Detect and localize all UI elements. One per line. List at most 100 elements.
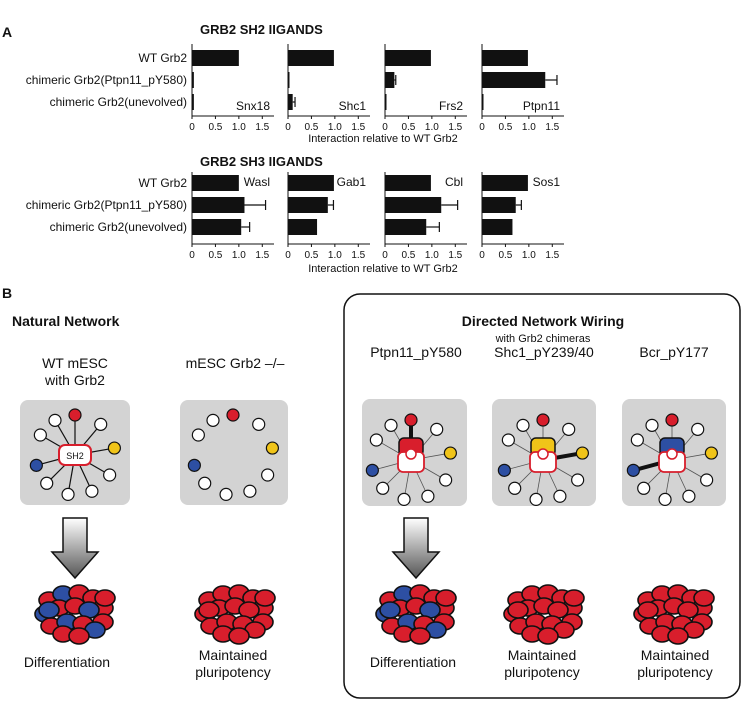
cell xyxy=(409,627,431,645)
network-node xyxy=(365,463,379,477)
network-node xyxy=(187,458,201,472)
cell xyxy=(379,601,401,619)
x-tick-label: 1.5 xyxy=(545,250,559,261)
cell xyxy=(563,589,585,607)
outcome-bcr-line1: Maintained xyxy=(641,647,710,663)
cell xyxy=(667,627,689,645)
row-label: WT Grb2 xyxy=(139,176,188,190)
directed-network-title: Directed Network Wiring xyxy=(462,313,624,329)
cell xyxy=(38,601,60,619)
sh2-title: GRB2 SH2 IIGANDS xyxy=(200,22,323,37)
cell-cluster-pluripotent-knockout xyxy=(194,584,276,645)
bar xyxy=(288,219,318,235)
network-node xyxy=(691,422,705,436)
x-tick-label: 0.5 xyxy=(498,122,512,133)
differentiation-arrow-ptpn11 xyxy=(391,517,441,580)
x-tick-label: 1.5 xyxy=(351,122,365,133)
row-label: chimeric Grb2(Ptpn11_pY580) xyxy=(26,198,187,212)
network-node xyxy=(61,487,75,501)
x-tick-label: 0.5 xyxy=(304,250,318,261)
network-node xyxy=(665,413,679,427)
bar xyxy=(482,175,528,191)
subplot-name: Cbl xyxy=(445,175,463,189)
outcome-shc1-line1: Maintained xyxy=(508,647,577,663)
network-node xyxy=(206,413,220,427)
network-node xyxy=(658,492,672,506)
cell-title-knockout: mESC Grb2 –/– xyxy=(186,355,285,371)
network-node xyxy=(40,476,54,490)
network-node xyxy=(645,418,659,432)
sh3-xlabel: Interaction relative to WT Grb2 xyxy=(308,263,458,275)
sh2-hub xyxy=(58,444,92,466)
x-tick-label: 1.0 xyxy=(425,250,439,261)
cell xyxy=(637,601,659,619)
directed-network-subtitle: with Grb2 chimeras xyxy=(495,333,591,345)
network-node xyxy=(48,413,62,427)
x-tick-label: 1.0 xyxy=(522,122,536,133)
bar xyxy=(192,50,239,66)
panel-a-label: A xyxy=(2,24,12,40)
x-tick-label: 1.5 xyxy=(448,250,462,261)
network-node xyxy=(704,446,718,460)
x-tick-label: 0 xyxy=(382,250,388,261)
network-node xyxy=(682,489,696,503)
cell-title-bcr: Bcr_pY177 xyxy=(639,344,708,360)
outcome-knockout-line1: Maintained xyxy=(199,647,268,663)
network-node xyxy=(575,446,589,460)
sh3-title: GRB2 SH3 IIGANDS xyxy=(200,154,323,169)
cell xyxy=(228,627,250,645)
network-node xyxy=(536,413,550,427)
network-node xyxy=(191,428,205,442)
x-tick-label: 1.0 xyxy=(328,250,342,261)
row-label: WT Grb2 xyxy=(139,51,188,65)
network-node xyxy=(421,489,435,503)
x-tick-label: 1.0 xyxy=(425,122,439,133)
network-wt-grb2: SH2 xyxy=(20,400,130,505)
bar xyxy=(288,72,290,88)
network-node xyxy=(219,487,233,501)
grb2-pocket xyxy=(537,448,549,460)
network-node xyxy=(94,417,108,431)
cell xyxy=(435,589,457,607)
subplot-name: Frs2 xyxy=(439,99,463,113)
row-label: chimeric Grb2(unevolved) xyxy=(50,95,187,109)
network-node xyxy=(85,484,99,498)
network-node xyxy=(439,473,453,487)
cell-cluster-differentiated-ptpn11 xyxy=(375,584,457,645)
natural-network-title: Natural Network xyxy=(12,313,120,329)
bar xyxy=(192,94,194,110)
network-node xyxy=(33,428,47,442)
bar xyxy=(385,175,431,191)
bar xyxy=(482,197,516,213)
network-shc1-chimera xyxy=(492,399,596,506)
network-node xyxy=(497,463,511,477)
x-tick-label: 0.5 xyxy=(498,250,512,261)
cell xyxy=(198,601,220,619)
x-tick-label: 0.5 xyxy=(304,122,318,133)
network-node xyxy=(562,422,576,436)
outcome-knockout-line2: pluripotency xyxy=(195,664,271,680)
network-node xyxy=(508,481,522,495)
network-node xyxy=(430,422,444,436)
cell xyxy=(693,589,715,607)
cell xyxy=(94,589,116,607)
cell-cluster-pluripotent-bcr xyxy=(633,584,715,645)
x-tick-label: 0 xyxy=(285,250,291,261)
x-tick-label: 0 xyxy=(382,122,388,133)
directed-wiring-box xyxy=(343,293,741,699)
network-node xyxy=(637,481,651,495)
network-grb2-knockout xyxy=(180,400,288,505)
network-node xyxy=(553,489,567,503)
network-node xyxy=(630,433,644,447)
x-tick-label: 1.0 xyxy=(522,250,536,261)
differentiation-arrow-wt xyxy=(50,517,100,580)
x-tick-label: 0 xyxy=(189,122,195,133)
network-node xyxy=(571,473,585,487)
cell-title-ptpn11: Ptpn11_pY580 xyxy=(370,344,462,360)
bar xyxy=(385,94,387,110)
outcome-shc1-line2: pluripotency xyxy=(504,664,580,680)
subplot-name: Ptpn11 xyxy=(523,99,560,113)
